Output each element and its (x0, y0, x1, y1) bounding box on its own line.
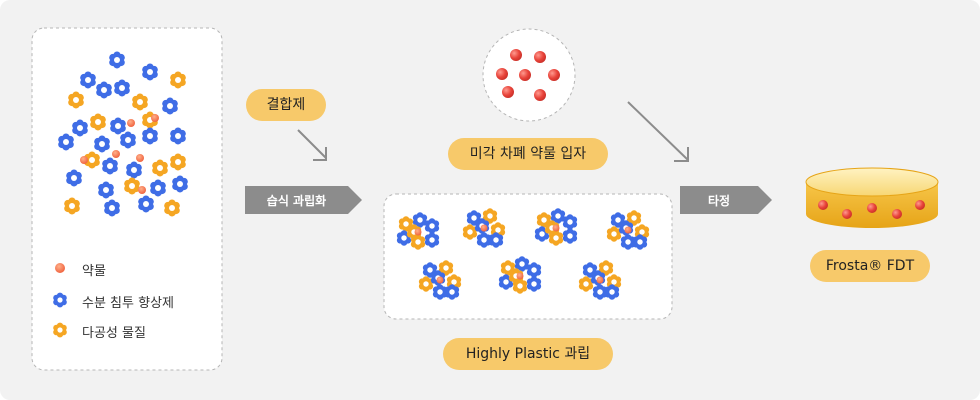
drug-particle (552, 224, 560, 232)
drug-particle (80, 156, 88, 164)
compression-arrow (680, 186, 772, 214)
drug-particle (414, 228, 422, 236)
granule-pill: Highly Plastic 과립 (443, 338, 613, 370)
product-pill: Frosta® FDT (810, 250, 930, 282)
binder-arrow (297, 129, 327, 161)
drug-icon (55, 263, 65, 273)
drug-particle (151, 114, 159, 122)
legend-drug-label: 약물 (82, 264, 106, 279)
fdt-tablet (805, 167, 939, 228)
wet-granulation-arrow (245, 186, 362, 214)
legend-porous-label: 다공성 물질 (82, 326, 146, 341)
binder-pill: 결합제 (246, 89, 326, 121)
drug-particle (138, 186, 146, 194)
drug-particle (516, 272, 524, 280)
drug-particle (112, 150, 120, 158)
drug-particle (480, 224, 488, 232)
drug-particle (596, 276, 604, 284)
taste-masked-particles (496, 49, 560, 101)
ingredients-panel (31, 27, 223, 371)
ingredient-mixture (58, 51, 188, 217)
drug-particle (436, 276, 444, 284)
drug-particle (136, 154, 144, 162)
compression-label: 타정 (707, 194, 731, 208)
drug-particle (624, 226, 632, 234)
drug-particle (127, 119, 135, 127)
particle-arrow (627, 101, 689, 162)
wet-granulation-label: 습식 과립화 (266, 194, 327, 208)
granule-clusters (396, 208, 650, 300)
taste-mask-pill: 미각 차폐 약물 입자 (448, 138, 608, 170)
legend-water-agent-label: 수분 침투 향상제 (82, 296, 174, 311)
